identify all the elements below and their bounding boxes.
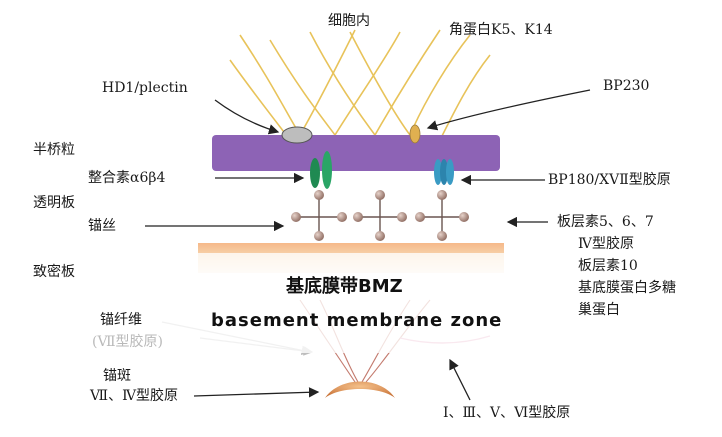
bp180-shape xyxy=(434,159,454,185)
label-anchoring-plaque: 锚斑 xyxy=(103,368,131,384)
keratin-filaments xyxy=(229,29,491,141)
label-laminin: 板层素5、6、7 xyxy=(557,214,654,230)
bp230-shape xyxy=(409,124,421,144)
label-arrows xyxy=(145,89,591,401)
label-integrin: 整合素α6β4 xyxy=(88,170,166,186)
label-bp230: BP230 xyxy=(603,78,650,94)
label-proteoglycan-2: 巢蛋白 xyxy=(578,302,620,318)
bmz-subtitle: basement membrane zone xyxy=(211,310,503,331)
label-proteoglycan-1: 基底膜蛋白多糖 xyxy=(578,280,676,296)
label-intracellular: 细胞内 xyxy=(328,13,370,29)
hd1-plectin-shape xyxy=(281,126,313,144)
label-collagen-vii-iv: Ⅶ、Ⅳ型胶原 xyxy=(90,388,179,404)
label-collagen-iv: Ⅳ型胶原 xyxy=(578,236,634,252)
label-dermal-collagens: Ⅰ、Ⅲ、Ⅴ、Ⅵ型胶原 xyxy=(443,405,571,421)
hemidesmosome-plate xyxy=(212,135,500,171)
label-laminin10: 板层素10 xyxy=(578,258,638,274)
label-bp180: BP180/XVⅡ型胶原 xyxy=(548,172,671,188)
label-anchoring-filaments: 锚丝 xyxy=(88,218,116,234)
integrin-shape xyxy=(310,151,332,189)
label-lamina-lucida: 透明板 xyxy=(33,195,75,211)
anchor-nodes xyxy=(291,190,469,241)
label-keratin: 角蛋白K5、K14 xyxy=(449,22,553,38)
label-hemidesmosome: 半桥粒 xyxy=(33,142,75,158)
label-anchoring-fibrils: 锚纤维 xyxy=(100,312,142,328)
label-hd1-plectin: HD1/plectin xyxy=(102,80,188,96)
bmz-overlay-band xyxy=(137,253,579,353)
label-lamina-densa: 致密板 xyxy=(33,264,75,280)
bmz-title: 基底膜带BMZ xyxy=(286,276,403,297)
anchoring-plaque-shape xyxy=(325,381,395,398)
label-collagen-vii: (Ⅶ型胶原) xyxy=(92,334,163,350)
